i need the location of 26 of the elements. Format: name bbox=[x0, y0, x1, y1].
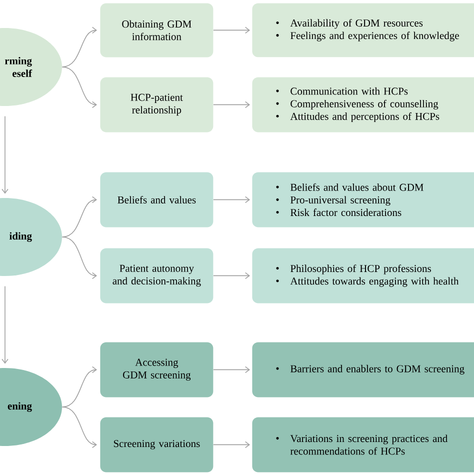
subtheme-box: Communication with HCPs Comprehensiveness of counselling Attitudes and perceptions of HCPs bbox=[252, 77, 474, 132]
theme-box: Beliefs and values bbox=[100, 172, 214, 228]
arrow bbox=[2, 286, 8, 364]
arrow bbox=[62, 366, 97, 408]
arrow bbox=[213, 441, 250, 448]
subtheme-box: Barriers and enablers to GDM screening bbox=[252, 342, 474, 398]
subtheme-box: Beliefs and values about GDM Pro-universal screening Risk factor considerations bbox=[252, 172, 474, 228]
arrow bbox=[62, 236, 97, 280]
arrow bbox=[213, 196, 250, 204]
subtheme-box: Availability of GDM resources Feelings and experiences of knowledge bbox=[252, 3, 474, 58]
arrow bbox=[62, 26, 97, 68]
arrow bbox=[213, 366, 250, 374]
theme-box: HCP-patient relationship bbox=[100, 77, 214, 132]
arrow bbox=[213, 26, 250, 34]
theme-box: Obtaining GDM information bbox=[100, 3, 214, 58]
arrow bbox=[2, 116, 8, 194]
arrow bbox=[62, 66, 97, 108]
arrow bbox=[213, 272, 250, 280]
theme-box: Accessing GDM screening bbox=[100, 342, 214, 398]
arrow bbox=[62, 196, 97, 238]
arrow bbox=[213, 101, 250, 108]
subtheme-box: Philosophies of HCP professions Attitudes towards engaging with health bbox=[252, 248, 474, 304]
theme-box: Screening variations bbox=[100, 417, 214, 472]
theme-box: Patient autonomy and decision-making bbox=[100, 248, 214, 304]
arrow bbox=[62, 406, 97, 448]
subtheme-box: Variations in screening practices and recommendations of HCPs bbox=[252, 417, 474, 472]
